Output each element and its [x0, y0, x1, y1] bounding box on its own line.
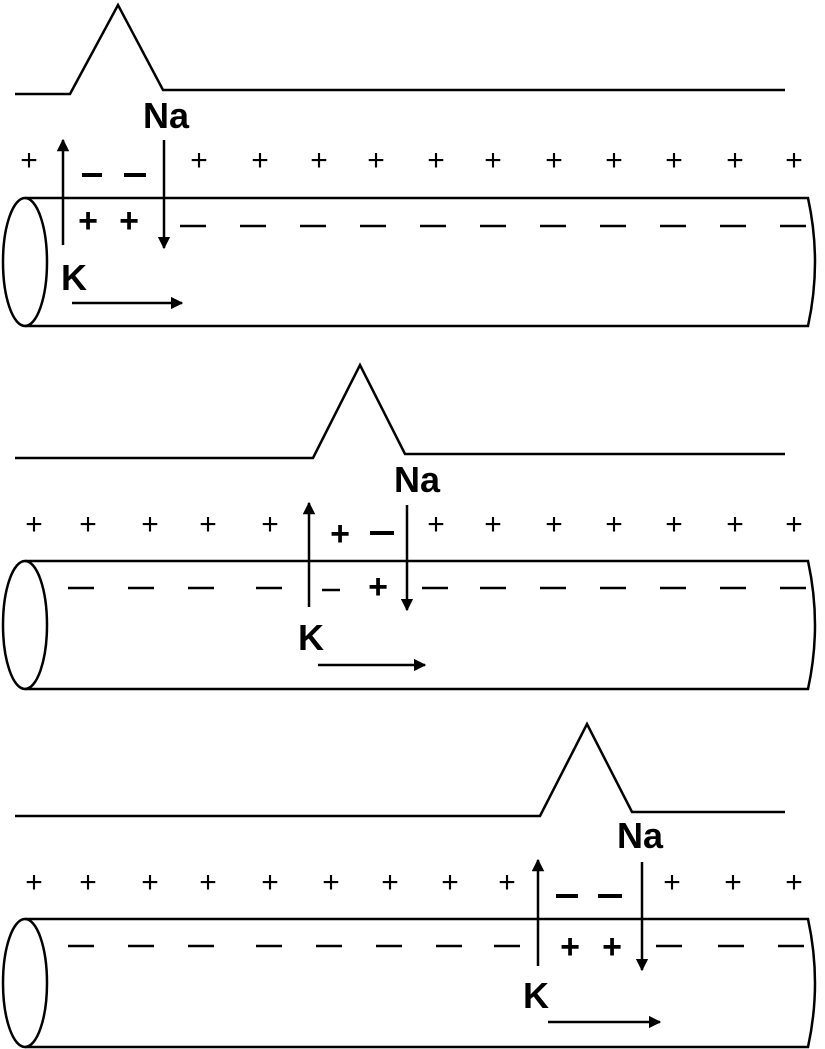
potassium-label-1: K: [61, 257, 87, 298]
svg-text:+: +: [724, 866, 742, 899]
sodium-label-2: Na: [394, 459, 441, 500]
svg-text:+: +: [261, 508, 279, 541]
svg-text:+: +: [190, 144, 208, 177]
inner-plus-signs-3: + +: [560, 928, 622, 966]
svg-text:+: +: [367, 144, 385, 177]
outer-plus-signs-2: + + + + + + + + + + + + +: [25, 508, 803, 553]
svg-text:+: +: [665, 144, 683, 177]
panel-2: + + + + + + + + + + + + + +: [1, 362, 817, 691]
outer-plus-signs-3: + + + + + + + + + + + +: [25, 866, 803, 899]
svg-text:+: +: [665, 508, 683, 541]
svg-text:+: +: [545, 144, 563, 177]
svg-text:+: +: [322, 866, 340, 899]
panel-1: + + + + + + + + + + + + + +: [1, 2, 817, 328]
axon-end-cap-1: [1, 196, 49, 328]
svg-text:+: +: [199, 866, 217, 899]
svg-text:+: +: [119, 202, 139, 240]
svg-text:+: +: [79, 866, 97, 899]
svg-text:+: +: [602, 928, 622, 966]
sodium-label-1: Na: [143, 95, 190, 136]
action-potential-trace-2: [15, 362, 785, 460]
svg-text:+: +: [726, 144, 744, 177]
axon-cylinder-3: [1, 917, 817, 1049]
axon-body-1: [25, 196, 817, 328]
svg-text:+: +: [484, 144, 502, 177]
svg-text:+: +: [427, 144, 445, 177]
inner-plus-signs-1: + +: [78, 202, 139, 240]
svg-text:+: +: [261, 866, 279, 899]
svg-text:+: +: [663, 866, 681, 899]
svg-text:+: +: [560, 928, 580, 966]
svg-text:+: +: [484, 508, 502, 541]
potassium-label-3: K: [523, 975, 549, 1016]
axon-end-cap-3: [1, 917, 49, 1049]
svg-text:+: +: [605, 508, 623, 541]
axon-cylinder-2: [1, 559, 817, 691]
svg-text:+: +: [605, 144, 623, 177]
svg-text:+: +: [141, 866, 159, 899]
svg-text:+: +: [785, 866, 803, 899]
axon-body-2: [25, 559, 817, 691]
axon-end-cap-2: [1, 559, 49, 691]
axon-cylinder-1: [1, 196, 817, 328]
svg-text:+: +: [785, 508, 803, 541]
svg-text:+: +: [441, 866, 459, 899]
svg-text:+: +: [785, 144, 803, 177]
outer-plus-signs-1: + + + + + + + + + + + +: [20, 144, 803, 177]
panel-3: + + + + + + + + + + + + + +: [1, 721, 817, 1049]
svg-text:+: +: [726, 508, 744, 541]
svg-text:+: +: [199, 508, 217, 541]
sodium-label-3: Na: [617, 815, 664, 856]
svg-text:+: +: [25, 866, 43, 899]
axon-body-3: [25, 917, 817, 1049]
svg-text:+: +: [78, 202, 98, 240]
action-potential-trace-1: [15, 2, 785, 96]
svg-text:+: +: [330, 515, 350, 553]
svg-text:+: +: [20, 144, 38, 177]
svg-text:+: +: [498, 866, 516, 899]
svg-text:+: +: [368, 568, 388, 606]
svg-text:+: +: [141, 508, 159, 541]
svg-text:+: +: [545, 508, 563, 541]
svg-text:+: +: [381, 866, 399, 899]
svg-text:+: +: [310, 144, 328, 177]
svg-text:+: +: [251, 144, 269, 177]
svg-text:+: +: [427, 508, 445, 541]
inner-plus-signs-2: +: [368, 568, 388, 606]
potassium-label-2: K: [298, 617, 324, 658]
inner-minus-signs-2: [68, 586, 806, 592]
action-potential-trace-3: [15, 721, 785, 818]
svg-text:+: +: [25, 508, 43, 541]
svg-text:+: +: [79, 508, 97, 541]
